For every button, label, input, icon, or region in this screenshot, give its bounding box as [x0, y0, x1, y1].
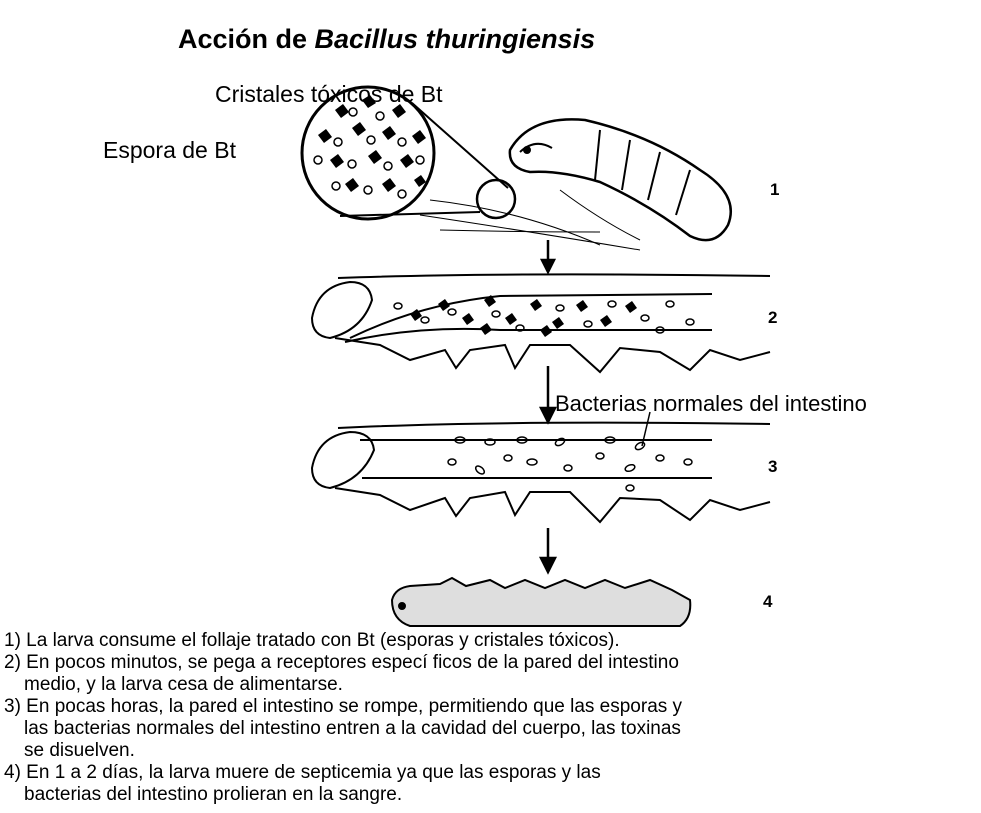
- stage-1-drawing: [302, 87, 731, 250]
- caption-step-1: 1) La larva consume el follaje tratado c…: [4, 630, 976, 652]
- caption-line: medio, y la larva cesa de alimentarse.: [4, 674, 976, 696]
- bt-spores: [314, 108, 424, 198]
- caption-line: 3) En pocas horas, la pared el intestino…: [4, 696, 682, 717]
- flow-arrows: [541, 240, 555, 572]
- label-bt-spore: Espora de Bt: [103, 137, 236, 164]
- caption-line: 1) La larva consume el follaje tratado c…: [4, 630, 620, 651]
- caption-line: 4) En 1 a 2 días, la larva muere de sept…: [4, 762, 601, 783]
- leaf-hatching: [420, 190, 640, 250]
- step-captions: 1) La larva consume el follaje tratado c…: [4, 630, 976, 806]
- ingested-particle: [477, 180, 515, 218]
- label-toxic-crystals: Cristales tóxicos de Bt: [215, 81, 443, 108]
- label-gut-bacteria: Bacterias normales del intestino: [555, 391, 867, 417]
- step-number-1: 1: [770, 180, 779, 200]
- stage-2-drawing: [312, 274, 770, 372]
- stage-4-drawing: [392, 578, 690, 626]
- caption-line: las bacterias normales del intestino ent…: [4, 718, 976, 740]
- step-number-2: 2: [768, 308, 777, 328]
- caption-line: se disuelven.: [4, 740, 976, 762]
- caption-line: bacterias del intestino prolieran en la …: [4, 784, 976, 806]
- larva-stage-1: [510, 119, 731, 240]
- stage-3-drawing: [312, 412, 770, 522]
- caption-step-3: 3) En pocas horas, la pared el intestino…: [4, 696, 976, 762]
- step-number-3: 3: [768, 457, 777, 477]
- caption-step-2: 2) En pocos minutos, se pega a receptore…: [4, 652, 976, 696]
- caption-line: 2) En pocos minutos, se pega a receptore…: [4, 652, 679, 673]
- step-number-4: 4: [763, 592, 772, 612]
- caption-step-4: 4) En 1 a 2 días, la larva muere de sept…: [4, 762, 976, 806]
